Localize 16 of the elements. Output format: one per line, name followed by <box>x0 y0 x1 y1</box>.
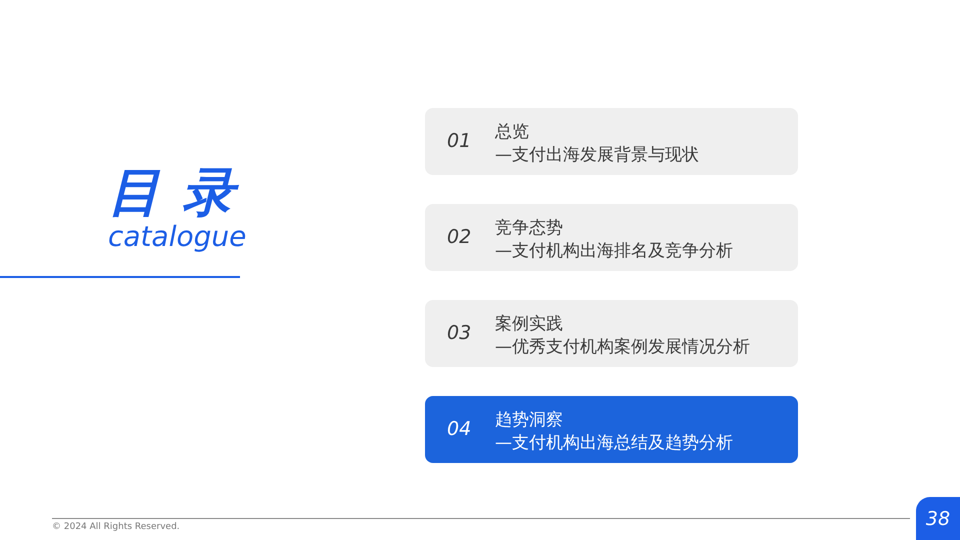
section-title: 案例实践 <box>495 313 563 335</box>
copyright-note: © 2024 All Rights Reserved. <box>52 522 180 532</box>
section-number: 01 <box>447 130 472 152</box>
section-number: 02 <box>447 226 472 248</box>
section-title: 总览 <box>495 121 529 143</box>
section-subtitle: —优秀支付机构案例发展情况分析 <box>495 336 750 358</box>
section-subtitle: —支付出海发展背景与现状 <box>495 144 699 166</box>
section-title: 趋势洞察 <box>495 409 563 431</box>
menu-card <box>425 396 798 463</box>
section-number: 04 <box>447 418 472 440</box>
page-number: 38 <box>916 497 960 540</box>
subheading: catalogue <box>108 220 246 253</box>
section-title: 竞争态势 <box>495 217 563 239</box>
section-subtitle: —支付机构出海总结及趋势分析 <box>495 432 733 454</box>
section-subtitle: —支付机构出海排名及竞争分析 <box>495 240 733 262</box>
section-number: 03 <box>447 322 472 344</box>
